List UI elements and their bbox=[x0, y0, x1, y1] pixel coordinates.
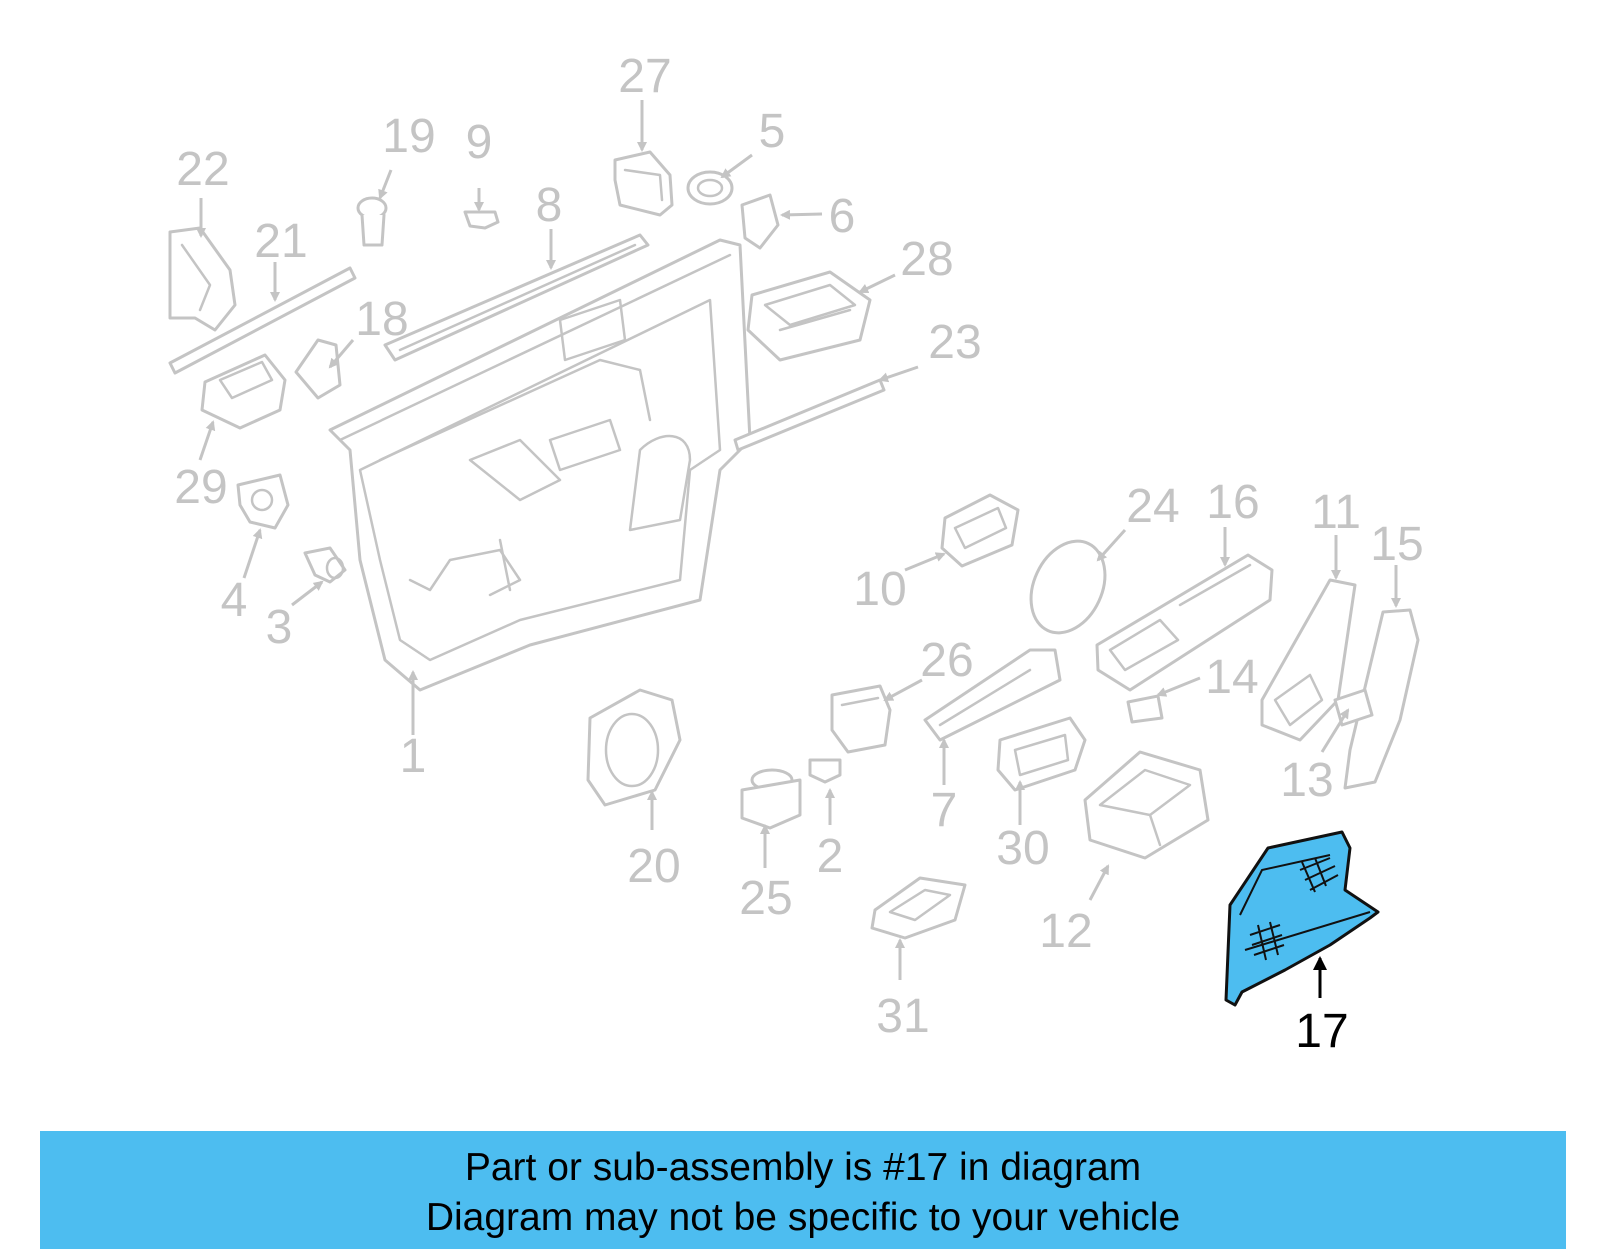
callout-18: 18 bbox=[355, 293, 408, 346]
callout-19: 19 bbox=[382, 110, 435, 163]
callout-13: 13 bbox=[1280, 754, 1333, 807]
part-6-bracket bbox=[740, 193, 780, 250]
part-10-bracket bbox=[940, 493, 1020, 568]
callout-11: 11 bbox=[1311, 486, 1361, 539]
callout-4: 4 bbox=[221, 574, 248, 627]
part-30-handle bbox=[996, 716, 1087, 792]
callout-28: 28 bbox=[900, 233, 953, 286]
callout-21: 21 bbox=[254, 215, 307, 268]
part-24-grille bbox=[1029, 539, 1107, 635]
part-20-speaker-bracket bbox=[586, 688, 682, 807]
callout-14: 14 bbox=[1205, 651, 1258, 704]
part-21-strip bbox=[168, 266, 357, 375]
callout-5: 5 bbox=[759, 105, 786, 158]
callout-3: 3 bbox=[266, 601, 293, 654]
callout-24: 24 bbox=[1126, 480, 1179, 533]
part-22-trim bbox=[168, 226, 237, 332]
callout-26: 26 bbox=[920, 634, 973, 687]
callout-16: 16 bbox=[1206, 476, 1259, 529]
banner-line-disclaimer: Diagram may not be specific to your vehi… bbox=[425, 1196, 1181, 1239]
part-25-knob bbox=[740, 768, 802, 830]
part-19-clip bbox=[356, 196, 388, 247]
callout-22: 22 bbox=[176, 143, 229, 196]
callout-31: 31 bbox=[876, 990, 929, 1043]
part-31-bezel bbox=[870, 876, 967, 940]
callout-29: 29 bbox=[174, 461, 227, 514]
callout-25: 25 bbox=[739, 872, 792, 925]
callout-30: 30 bbox=[996, 822, 1049, 875]
callout-17-highlighted: 17 bbox=[1295, 1005, 1348, 1058]
callout-15: 15 bbox=[1370, 518, 1423, 571]
callout-12: 12 bbox=[1039, 905, 1092, 958]
part-27-switch bbox=[613, 150, 674, 217]
part-12-housing bbox=[1083, 750, 1210, 860]
part-16-armrest bbox=[1095, 553, 1274, 692]
callout-2: 2 bbox=[817, 830, 844, 883]
callout-arrows bbox=[196, 100, 1401, 998]
part-5-bezel bbox=[686, 170, 734, 206]
info-banner: Part or sub-assembly is #17 in diagram D… bbox=[40, 1131, 1566, 1249]
callout-6: 6 bbox=[829, 190, 856, 243]
callout-27: 27 bbox=[618, 50, 671, 103]
part-17-highlighted-trim bbox=[1224, 830, 1380, 1007]
part-29-switch bbox=[200, 353, 287, 430]
callout-1: 1 bbox=[400, 730, 427, 783]
callout-10: 10 bbox=[853, 563, 906, 616]
part-23-weatherstrip bbox=[733, 378, 886, 452]
part-28-switch-panel bbox=[746, 270, 872, 362]
part-9-clip bbox=[463, 210, 500, 230]
part-15-trim bbox=[1343, 608, 1420, 790]
part-8-strip bbox=[383, 233, 650, 362]
banner-line-part-number: Part or sub-assembly is #17 in diagram bbox=[464, 1146, 1142, 1189]
part-3-grommet bbox=[303, 546, 347, 584]
part-18-handle bbox=[294, 338, 342, 400]
part-4-bracket bbox=[236, 473, 290, 530]
callout-20: 20 bbox=[627, 840, 680, 893]
part-14-clip bbox=[1126, 694, 1164, 724]
part-26-switch bbox=[830, 684, 892, 754]
callout-8: 8 bbox=[536, 179, 563, 232]
part-7-handle bbox=[923, 648, 1062, 742]
callout-9: 9 bbox=[466, 116, 493, 169]
callout-labels: 1 2 3 4 5 6 7 8 9 10 11 12 13 14 15 16 1… bbox=[174, 50, 1423, 1058]
callout-7: 7 bbox=[931, 784, 958, 837]
callout-23: 23 bbox=[928, 316, 981, 369]
part-2-screw bbox=[808, 758, 842, 784]
part-1-door-panel bbox=[328, 238, 752, 692]
